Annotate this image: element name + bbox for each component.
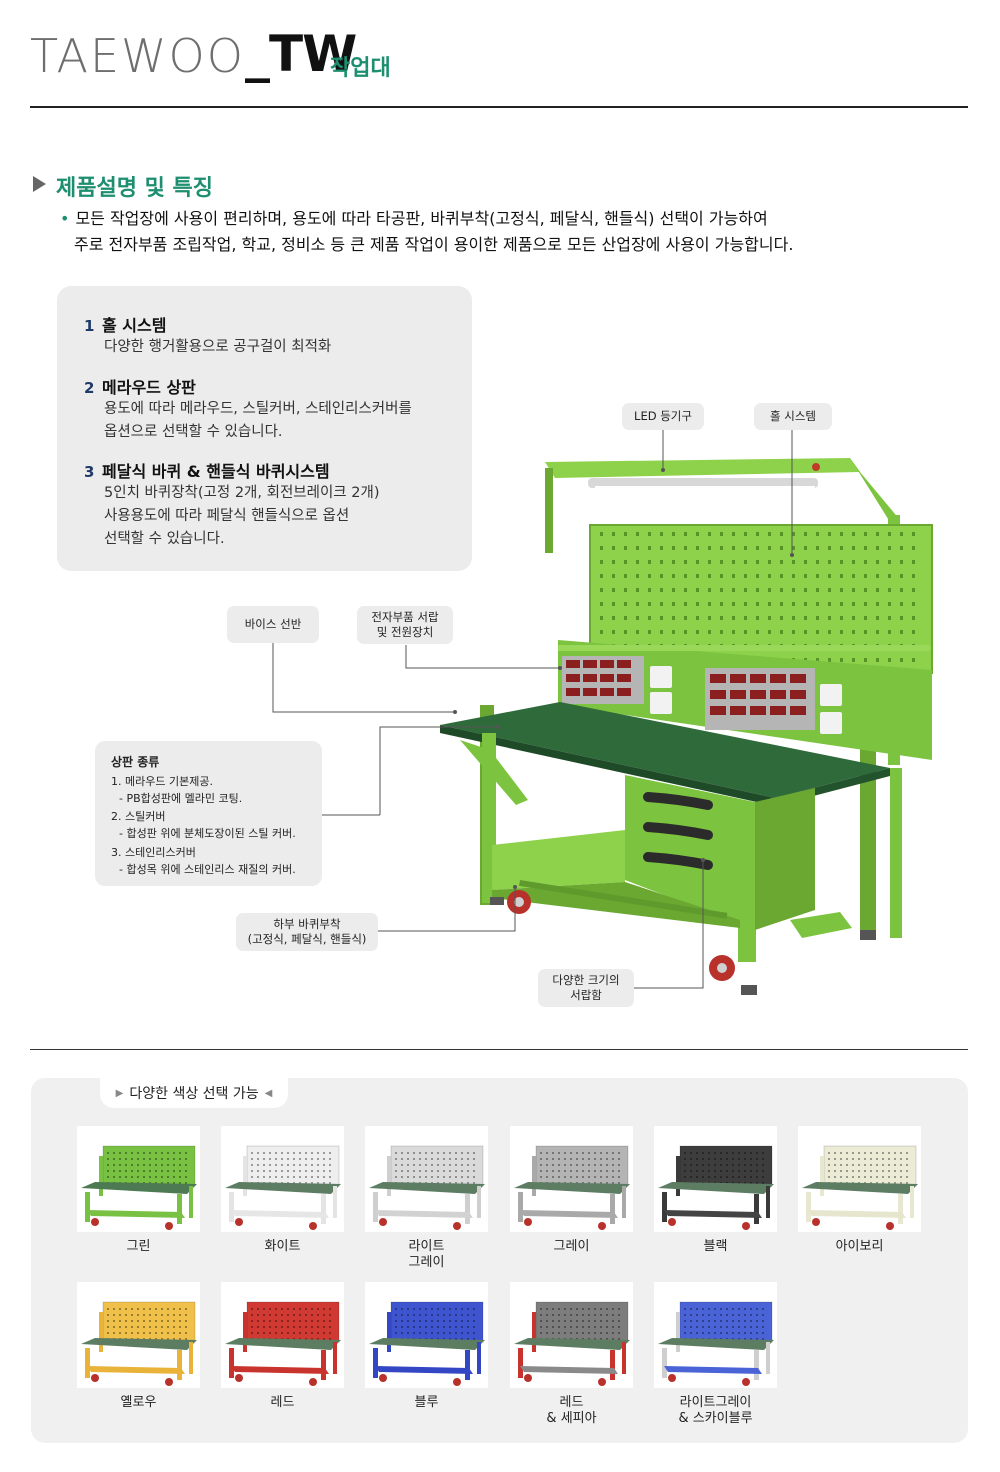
worktop-type-item: - 합성목 위에 스테인리스 재질의 커버. <box>119 863 296 876</box>
color-name: 아이보리 <box>835 1239 884 1254</box>
workbench-thumbnail-icon <box>225 1301 341 1386</box>
callout-casters: 하부 바퀴부착 (고정식, 페달식, 핸들식) <box>236 913 378 951</box>
color-option-thumbnail[interactable] <box>365 1126 488 1232</box>
color-option-label: 라이트그레이& 스카이블루 <box>654 1395 777 1427</box>
section-divider <box>30 1049 968 1050</box>
color-option-label: 화이트 <box>221 1239 344 1255</box>
feature-text: 다양한 행거활용으로 공구걸이 최적화 <box>104 339 332 355</box>
workbench-thumbnail-icon <box>81 1145 197 1230</box>
feature-title: 메라우드 상판 <box>102 378 196 397</box>
feature-2: 2 메라우드 상판 용도에 따라 메라우드, 스틸커버, 스테인리스커버를 옵션으… <box>84 374 412 444</box>
color-name: 라이트 <box>408 1239 445 1254</box>
callout-drawer-power: 전자부품 서랍 및 전원장치 <box>357 606 453 644</box>
callout-led-light: LED 등기구 <box>622 403 704 430</box>
worktop-type-item: 3. 스테인리스커버 <box>111 846 196 859</box>
feature-number: 3 <box>84 463 95 481</box>
workbench-thumbnail-icon <box>802 1145 918 1230</box>
product-type: 작업대 <box>330 56 391 81</box>
color-option-thumbnail[interactable] <box>654 1126 777 1232</box>
callout-text: 서랍함 <box>570 988 602 1002</box>
triangle-right-icon: ▶ <box>115 1087 124 1099</box>
color-options-header: ▶ 다양한 색상 선택 가능 ◀ <box>100 1078 288 1108</box>
color-name-secondary: & 세피아 <box>546 1411 597 1426</box>
feature-text: 용도에 따라 메라우드, 스틸커버, 스테인리스커버를 <box>104 401 412 417</box>
feature-text: 선택할 수 있습니다. <box>104 531 225 547</box>
workbench-thumbnail-icon <box>81 1301 197 1386</box>
feature-title: 페달식 바퀴 & 핸들식 바퀴시스템 <box>102 462 330 481</box>
color-options-title: 다양한 색상 선택 가능 <box>129 1086 259 1102</box>
color-option-label: 옐로우 <box>77 1395 200 1411</box>
color-name: 그린 <box>126 1239 151 1254</box>
worktop-type-item: 1. 메라우드 기본제공. <box>111 775 213 788</box>
color-name: 레드 <box>559 1395 584 1410</box>
color-option-thumbnail[interactable] <box>510 1126 633 1232</box>
color-name: 옐로우 <box>120 1395 157 1410</box>
callout-text: 전자부품 서랍 <box>371 610 439 624</box>
feature-number: 2 <box>84 379 95 397</box>
color-name: 화이트 <box>264 1239 301 1254</box>
color-option-label: 아이보리 <box>798 1239 921 1255</box>
brand-logo: TAEWOO <box>30 29 245 83</box>
feature-title: 홀 시스템 <box>102 316 167 335</box>
feature-1: 1 홀 시스템 다양한 행거활용으로 공구걸이 최적화 <box>84 312 331 359</box>
feature-text: 옵션으로 선택할 수 있습니다. <box>104 424 283 440</box>
color-option-thumbnail[interactable] <box>798 1126 921 1232</box>
color-name: 블루 <box>414 1395 439 1410</box>
section-title: 제품설명 및 특징 <box>56 176 213 201</box>
feature-text: 5인치 바퀴장착(고정 2개, 회전브레이크 2개) <box>104 485 380 501</box>
color-name: 블랙 <box>703 1239 728 1254</box>
callout-text: 다양한 크기의 <box>552 973 620 987</box>
color-option-thumbnail[interactable] <box>510 1282 633 1388</box>
workbench-illustration <box>440 458 933 995</box>
workbench-thumbnail-icon <box>369 1145 485 1230</box>
worktop-type-item: - 합성판 위에 분체도장이된 스틸 커버. <box>119 827 296 840</box>
color-name-secondary: 그레이 <box>408 1255 445 1270</box>
workbench-thumbnail-icon <box>658 1145 774 1230</box>
feature-box <box>57 286 472 571</box>
workbench-thumbnail-icon <box>369 1301 485 1386</box>
color-option-label: 블랙 <box>654 1239 777 1255</box>
color-option-thumbnail[interactable] <box>221 1282 344 1388</box>
workbench-thumbnail-icon <box>514 1301 630 1386</box>
workbench-thumbnail-icon <box>225 1145 341 1230</box>
callout-drawers: 다양한 크기의 서랍함 <box>538 969 634 1007</box>
worktop-type-item: 2. 스틸커버 <box>111 810 166 823</box>
worktop-type-item: - PB합성판에 멜라민 코팅. <box>119 792 243 805</box>
callout-text: 및 전원장치 <box>376 625 434 639</box>
worktop-types-box: 상판 종류 1. 메라우드 기본제공. - PB합성판에 멜라민 코팅. 2. … <box>95 741 322 886</box>
color-option-label: 그레이 <box>510 1239 633 1255</box>
workbench-thumbnail-icon <box>658 1301 774 1386</box>
header-divider <box>30 106 968 108</box>
color-option-label: 레드& 세피아 <box>510 1395 633 1427</box>
color-name: 라이트그레이 <box>679 1395 752 1410</box>
callout-vise-shelf: 바이스 선반 <box>227 606 319 643</box>
workbench-thumbnail-icon <box>514 1145 630 1230</box>
worktop-types-title: 상판 종류 <box>111 755 160 769</box>
color-name: 레드 <box>270 1395 295 1410</box>
callout-text: (고정식, 페달식, 핸들식) <box>247 932 367 946</box>
color-option-thumbnail[interactable] <box>77 1282 200 1388</box>
color-name: 그레이 <box>553 1239 590 1254</box>
color-option-thumbnail[interactable] <box>365 1282 488 1388</box>
color-option-label: 블루 <box>365 1395 488 1411</box>
color-option-thumbnail[interactable] <box>77 1126 200 1232</box>
triangle-left-icon: ◀ <box>264 1087 273 1099</box>
feature-text: 사용용도에 따라 페달식 핸들식으로 옵션 <box>104 508 350 524</box>
feature-number: 1 <box>84 317 95 335</box>
callout-text: 하부 바퀴부착 <box>273 917 341 931</box>
dot-bullet-icon: • <box>60 209 70 228</box>
color-option-thumbnail[interactable] <box>654 1282 777 1388</box>
color-name-secondary: & 스카이블루 <box>678 1411 753 1426</box>
description-line: 모든 작업장에 사용이 편리하며, 용도에 따라 타공판, 바퀴부착(고정식, … <box>75 209 768 228</box>
color-option-label: 그린 <box>77 1239 200 1255</box>
product-description: • 모든 작업장에 사용이 편리하며, 용도에 따라 타공판, 바퀴부착(고정식,… <box>60 206 940 258</box>
description-line: 주로 전자부품 조립작업, 학교, 정비소 등 큰 제품 작업이 용이한 제품으… <box>74 235 794 254</box>
feature-3: 3 페달식 바퀴 & 핸들식 바퀴시스템 5인치 바퀴장착(고정 2개, 회전브레… <box>84 458 379 551</box>
triangle-bullet-icon <box>33 176 46 192</box>
color-option-label: 레드 <box>221 1395 344 1411</box>
color-option-thumbnail[interactable] <box>221 1126 344 1232</box>
model-name: _TW <box>245 25 357 83</box>
callout-hole-system: 홀 시스템 <box>754 403 832 430</box>
